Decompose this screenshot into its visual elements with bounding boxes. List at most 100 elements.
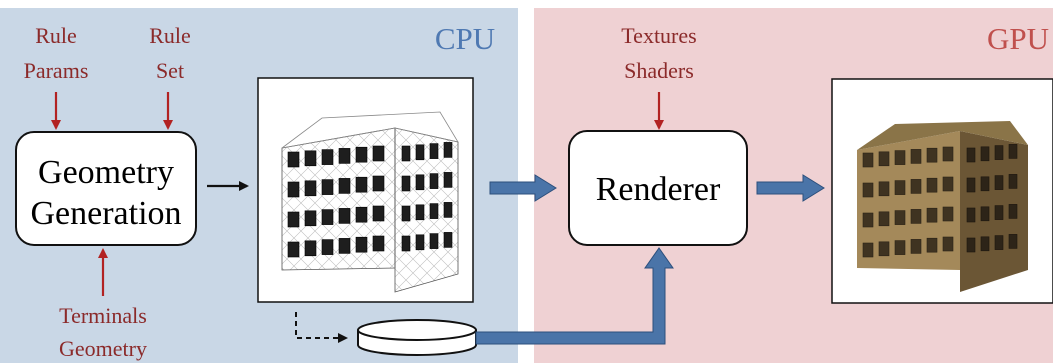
window (338, 148, 351, 164)
window (338, 208, 351, 224)
window (321, 209, 334, 225)
window (443, 202, 453, 218)
window (443, 142, 453, 158)
cpu-label: CPU (435, 21, 495, 56)
window (966, 147, 976, 163)
geometry-generation-box: Geometry Generation (15, 131, 197, 246)
window (321, 179, 334, 195)
window (966, 177, 976, 193)
window (355, 176, 368, 193)
rule-set-line-1: Rule (149, 23, 191, 48)
window (994, 175, 1004, 190)
window (304, 240, 317, 257)
geometry-generation-line-2: Generation (30, 195, 181, 232)
window (910, 179, 922, 194)
window (862, 212, 874, 228)
window (878, 151, 890, 167)
window (926, 147, 938, 163)
window (355, 206, 368, 223)
rule-params-line-2: Params (24, 58, 89, 83)
window (429, 173, 439, 189)
window (994, 205, 1004, 220)
window (372, 205, 385, 222)
window (415, 144, 425, 161)
window (287, 181, 300, 198)
window (942, 176, 954, 192)
wireframe-roof (281, 111, 459, 149)
window (980, 206, 990, 222)
window (926, 207, 938, 223)
window (372, 145, 385, 162)
textured-side-facade (960, 131, 1028, 292)
window (304, 180, 317, 197)
window (878, 211, 890, 227)
window (429, 203, 439, 219)
window (415, 204, 425, 221)
window (966, 207, 976, 223)
terminals-geometry-label: Terminals Geometry (59, 303, 147, 361)
window (443, 232, 453, 248)
renderer-box: Renderer (568, 130, 748, 246)
window (443, 172, 453, 188)
geometry-buffer-cylinder (357, 319, 477, 356)
window (429, 233, 439, 249)
textured-windows (862, 144, 1018, 258)
window (862, 152, 874, 168)
window (372, 175, 385, 192)
terminals-line: Terminals (59, 303, 147, 328)
window (372, 235, 385, 252)
window (429, 143, 439, 159)
window (894, 240, 906, 255)
window (910, 239, 922, 254)
window (966, 237, 976, 253)
window (1008, 174, 1018, 189)
window (994, 235, 1004, 250)
renderer-to-output-pipe (756, 174, 825, 202)
window (980, 176, 990, 192)
textured-image (831, 78, 1053, 304)
window (980, 146, 990, 162)
window (1008, 234, 1018, 249)
window (287, 241, 300, 258)
buffer-to-renderer-pipe (475, 247, 674, 345)
window (878, 181, 890, 197)
window (894, 210, 906, 225)
wireframe-to-renderer-pipe (489, 174, 557, 202)
wireframe-image (257, 77, 474, 303)
rule-set-label: Rule Set (149, 23, 191, 83)
window (926, 177, 938, 193)
textured-roof (857, 121, 1028, 150)
window (942, 146, 954, 162)
window (910, 149, 922, 164)
geometry-generation-line-1: Geometry (38, 154, 174, 191)
wireframe-windows (287, 142, 453, 258)
window (321, 149, 334, 165)
window (304, 150, 317, 167)
window (338, 178, 351, 194)
shaders-line: Shaders (624, 58, 694, 83)
window (862, 242, 874, 258)
textures-line: Textures (621, 23, 696, 48)
geometry-line: Geometry (59, 336, 147, 361)
gpu-pipes (475, 174, 825, 345)
rule-set-line-2: Set (156, 58, 184, 83)
window (862, 182, 874, 198)
input-arrows (51, 92, 664, 296)
window (942, 236, 954, 252)
window (401, 145, 411, 162)
rule-params-line-1: Rule (35, 23, 77, 48)
window (401, 175, 411, 192)
window (994, 145, 1004, 160)
window (401, 205, 411, 222)
window (338, 238, 351, 254)
window (894, 150, 906, 165)
textures-shaders-label: Textures Shaders (621, 23, 696, 83)
window (355, 146, 368, 163)
window (415, 234, 425, 251)
rule-params-label: Rule Params (24, 23, 89, 83)
window (878, 241, 890, 257)
window (415, 174, 425, 191)
window (304, 210, 317, 227)
